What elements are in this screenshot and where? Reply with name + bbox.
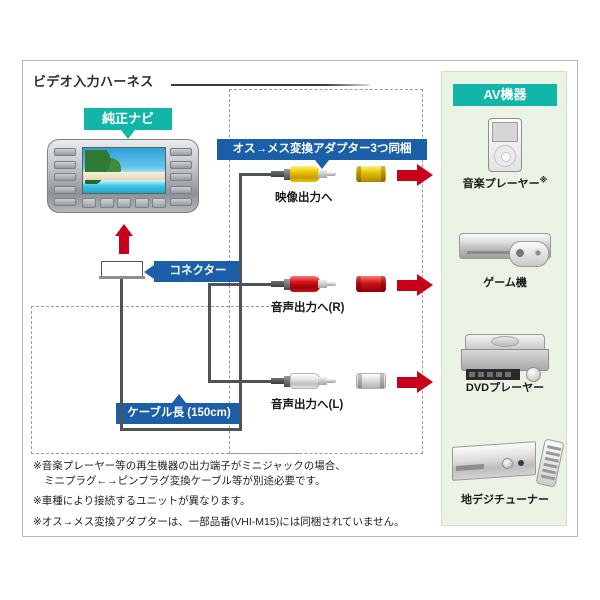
wire-branch-audio-r [208,283,273,286]
pointer-left-icon [144,264,154,279]
adapter-audio-l [356,373,386,389]
game-console-icon [459,227,551,271]
wire-connector-down [120,279,123,431]
arrow-right-icon-audio-l [397,371,433,393]
label-connector: コネクター [144,261,242,282]
label-nav-unit-text: 純正ナビ [101,111,154,126]
dvd-player-icon [461,334,549,382]
label-output-audio-l: 音声出力へ(L) [271,399,344,411]
wire-branch-video [239,173,273,176]
device-dvd-player: DVDプレーヤー [442,334,568,395]
device-music-player: 音楽プレーヤー※ [442,118,568,191]
arrow-up-icon [115,224,133,254]
rca-plug-video [271,165,337,183]
label-output-video: 映像出力へ [275,192,333,204]
device-dvd-player-label: DVDプレーヤー [465,382,545,394]
nav-buttons-right [170,148,192,206]
rca-plug-audio-r [271,275,337,293]
wire-branch-audio-l [208,380,273,383]
label-connector-text: コネクター [169,265,227,277]
label-nav-unit: 純正ナビ [84,108,172,139]
nav-screen [82,147,166,194]
nav-buttons-left [54,148,76,206]
wire-trunk-vertical [239,173,242,431]
nav-body [47,139,199,213]
navigation-head-unit [47,139,199,213]
music-player-icon [488,118,522,172]
label-output-audio-r: 音声出力へ(R) [271,302,345,314]
av-panel-title: AV機器 [453,84,557,106]
footnote-2: ※車種により接続するユニットが異なります。 [33,495,251,508]
dashed-region-cable [31,306,299,454]
remote-control-icon [535,438,565,488]
adapter-video [356,166,386,182]
device-digital-tuner-label: 地デジチューナー [461,494,549,506]
page-title: ビデオ入力ハーネス [33,74,154,89]
pointer-down-icon [315,160,329,169]
beach-sand [83,172,165,180]
device-music-player-label: 音楽プレーヤー※ [462,175,548,190]
wire-bottom-run [120,428,242,431]
harness-connector [99,261,145,279]
arrow-right-icon-audio-r [397,274,433,296]
device-game-console: ゲーム機 [442,227,568,290]
label-adapter-note: オス→メス変換アダプター3つ同梱 [217,139,427,169]
nav-bottom-buttons [82,198,166,208]
diagram-frame: ビデオ入力ハーネス 純正ナビ [22,60,578,537]
title-rule [171,84,369,86]
footnote-1: ※音楽プレーヤー等の再生機器の出力端子がミニジャックの場合、 ミニプラグ←→ピン… [33,460,346,488]
digital-tuner-icon [450,438,565,488]
label-cable-length-text: ケーブル長 (150cm) [127,407,231,419]
wire-branch-audio-l-vert [208,283,211,383]
device-game-console-label: ゲーム機 [483,277,527,289]
device-digital-tuner: 地デジチューナー [442,438,568,507]
footnotes: ※音楽プレーヤー等の再生機器の出力端子がミニジャックの場合、 ミニプラグ←→ピン… [33,459,441,535]
footnote-3: ※オス→メス変換アダプターは、一部品番(VHI-M15)には同梱されていません。 [33,515,405,528]
rca-plug-audio-l [271,372,337,390]
arrow-right-icon-video [397,164,433,186]
label-cable-length: ケーブル長 (150cm) [116,394,242,424]
pointer-down-icon [121,130,135,139]
adapter-audio-r [356,276,386,292]
av-equipment-panel: AV機器 音楽プレーヤー※ ゲーム機 [441,71,567,526]
label-adapter-note-text: オス→メス変換アダプター3つ同梱 [232,143,412,155]
pointer-up-icon [172,394,186,403]
